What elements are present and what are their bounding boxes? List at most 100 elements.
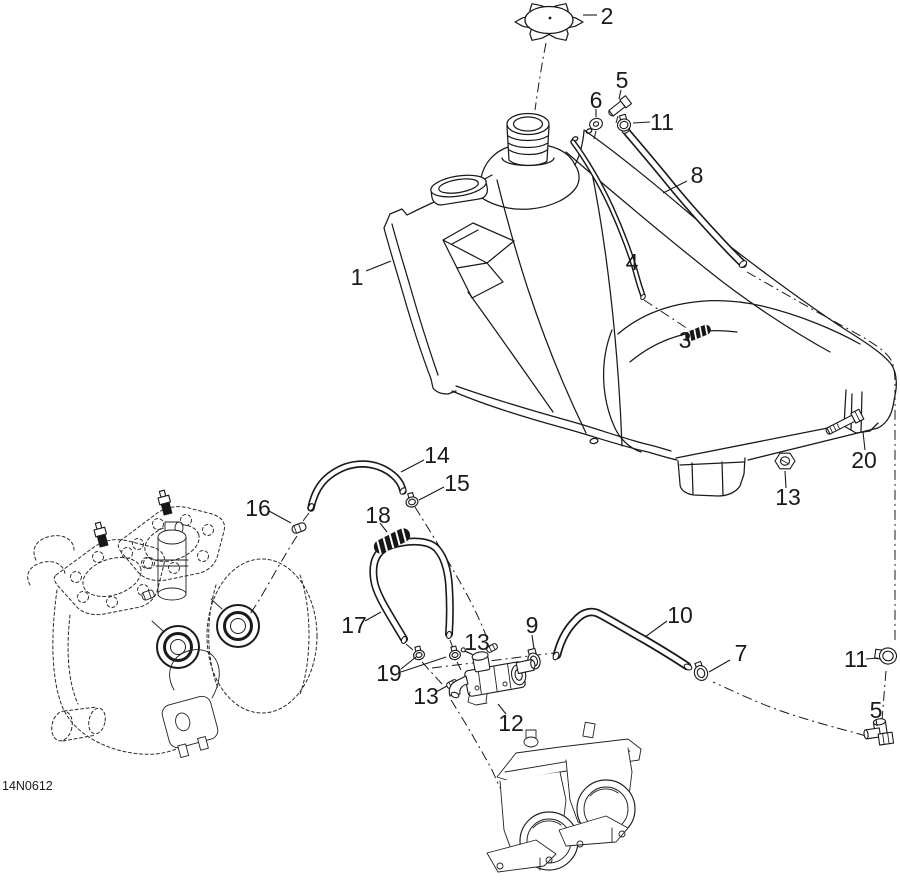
callout-10: 10 [644, 602, 693, 638]
callout-leader-line [400, 656, 417, 670]
callout-label: 3 [679, 327, 692, 353]
carburetor-illustration [486, 721, 642, 873]
callout-label: 13 [775, 484, 801, 510]
fitting-5-bottom [863, 718, 895, 746]
hose-14 [307, 460, 407, 512]
callout-label: 11 [844, 646, 868, 672]
callout-label: 6 [590, 87, 603, 113]
callout-leader-line [632, 121, 651, 124]
clamp-11-top [616, 113, 632, 132]
nut-13-right [774, 452, 796, 470]
spark-plug-icon [93, 521, 109, 548]
callout-11: 11 [844, 646, 879, 672]
clamp-7 [693, 660, 709, 681]
callout-8: 8 [662, 162, 704, 194]
callout-leader-line [644, 620, 668, 638]
clamp-15 [405, 491, 419, 508]
hose-10 [552, 607, 693, 671]
callout-13: 13 [413, 683, 448, 709]
filler-neck [501, 112, 555, 167]
callout-leader-line [435, 685, 448, 693]
callout-label: 5 [870, 697, 883, 723]
fuel-cap [514, 3, 584, 111]
callout-1: 1 [351, 260, 392, 290]
callout-leader-line [497, 703, 507, 715]
hose-4 [570, 139, 646, 301]
callout-11: 11 [632, 109, 674, 135]
fuel-valve-12 [448, 647, 536, 706]
grommet-6 [589, 117, 603, 131]
callout-label: 15 [444, 470, 470, 496]
callout-leader-line [487, 644, 491, 648]
engine-illustration [27, 489, 318, 759]
engine-fuel-pump [161, 649, 220, 759]
callout-label: 5 [616, 67, 629, 93]
hose-8 [621, 126, 748, 268]
routing-lines [245, 115, 896, 789]
callout-3: 3 [679, 327, 692, 353]
callout-5: 5 [616, 67, 629, 100]
callout-7: 7 [708, 640, 748, 673]
callout-label: 7 [735, 640, 748, 666]
intake-flanges [151, 598, 260, 669]
callout-label: 19 [376, 660, 402, 686]
callout-leader-line [662, 180, 688, 194]
fuel-tank-illustration [383, 112, 897, 497]
callout-label: 12 [498, 710, 524, 736]
callout-leader-line [400, 656, 447, 673]
engine-clamp [141, 589, 155, 601]
callout-16: 16 [245, 495, 292, 524]
callout-label: 18 [365, 502, 391, 528]
callout-leader-line [400, 459, 425, 473]
callout-label: 11 [650, 109, 674, 135]
callout-label: 14 [424, 442, 450, 468]
callout-label: 9 [526, 612, 539, 638]
callout-leader-line [784, 470, 787, 489]
spark-plug-icon [157, 489, 173, 516]
hose-17 [369, 537, 454, 645]
callout-label: 16 [245, 495, 271, 521]
callout-5: 5 [870, 697, 883, 727]
bolt-20 [825, 408, 865, 435]
callout-label: 4 [626, 249, 639, 275]
callout-19: 19 [376, 656, 447, 686]
callout-13: 13 [775, 470, 801, 510]
callout-label: 1 [351, 264, 364, 290]
callout-leader-line [865, 657, 879, 660]
callout-20: 20 [851, 431, 877, 473]
clip-13-mid [486, 643, 498, 653]
callout-13: 13 [464, 629, 491, 655]
callout-leader-line [862, 431, 866, 451]
callout-2: 2 [583, 3, 613, 29]
callout-12: 12 [497, 703, 524, 736]
vent-cap [430, 174, 489, 206]
callout-4: 4 [626, 249, 639, 275]
callout-label: 10 [667, 602, 693, 628]
callout-label: 20 [851, 447, 877, 473]
clamp-11-bottom [874, 647, 898, 665]
callout-leader-line [875, 718, 878, 727]
callout-leader-line [365, 260, 392, 272]
callout-label: 2 [601, 3, 614, 29]
valve-elbow [448, 675, 469, 699]
clamp-16 [291, 522, 307, 534]
callout-leader-line [418, 486, 445, 501]
callout-15: 15 [418, 470, 470, 501]
clamp-19-left [413, 645, 425, 661]
fitting-5-top [608, 95, 633, 117]
clamp-19-right [449, 645, 461, 661]
callout-label: 17 [341, 612, 367, 638]
callout-leader-line [364, 611, 382, 622]
callout-leader-line [618, 89, 622, 100]
spring-18 [373, 527, 411, 555]
callout-9: 9 [526, 612, 539, 650]
callout-leader-line [379, 522, 388, 533]
diagram-code: 14N0612 [2, 779, 53, 793]
callout-label: 13 [413, 683, 439, 709]
callout-label: 8 [691, 162, 704, 188]
spring-clip-3 [685, 324, 711, 342]
callout-leader-line [708, 659, 731, 673]
